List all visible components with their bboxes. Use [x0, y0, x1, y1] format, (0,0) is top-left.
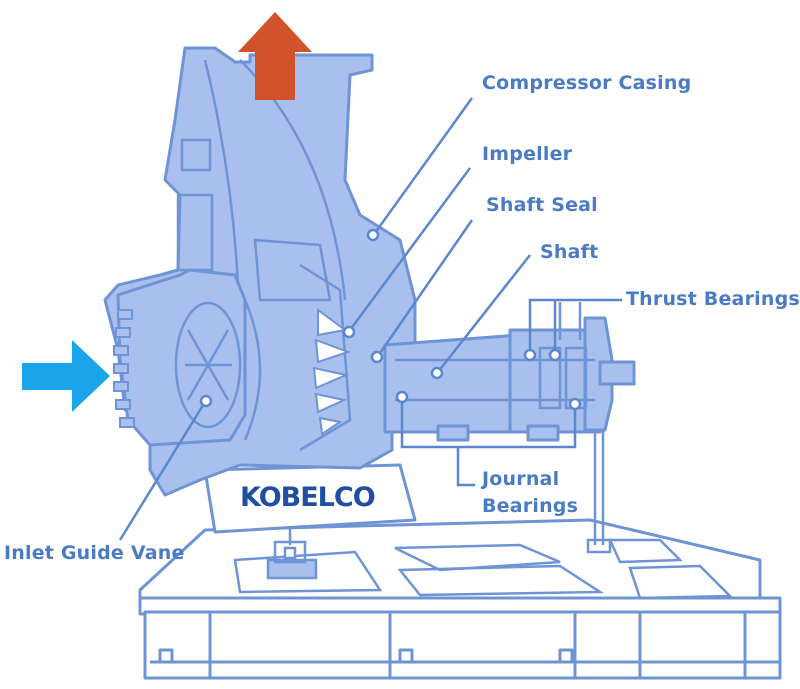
leader-inlet-guide-vane	[118, 401, 207, 541]
leader-impeller	[348, 167, 472, 331]
casing-details	[174, 59, 595, 452]
label-shaft-seal: Shaft Seal	[486, 194, 598, 216]
label-thrust-bearings: Thrust Bearings	[626, 288, 800, 310]
label-inlet-guide-vane: Inlet Guide Vane	[4, 542, 185, 564]
label-journal-line2: Bearings	[482, 495, 579, 517]
leader-thrust-1	[528, 298, 622, 352]
label-compressor-casing: Compressor Casing	[482, 72, 692, 94]
compressor-body	[103, 46, 636, 497]
label-shaft: Shaft	[540, 241, 599, 263]
base-frame	[138, 518, 782, 680]
leader-dots	[199, 228, 582, 411]
outlet-arrow-icon	[238, 12, 312, 100]
coupling-stand	[586, 430, 612, 554]
leader-journal-2	[458, 405, 577, 449]
leader-shaft-seal	[376, 219, 474, 357]
base-details	[233, 520, 733, 600]
leader-shaft	[437, 254, 531, 373]
inlet-ribs	[113, 309, 135, 428]
brand-logo: KOBELCO	[240, 482, 376, 513]
label-journal-line1: Journal	[482, 468, 560, 490]
leader-lines	[118, 97, 622, 541]
label-impeller: Impeller	[482, 143, 573, 165]
impeller-blades	[312, 308, 351, 436]
inlet-arrow-icon	[22, 340, 110, 412]
leader-compressor-casing	[373, 97, 474, 234]
